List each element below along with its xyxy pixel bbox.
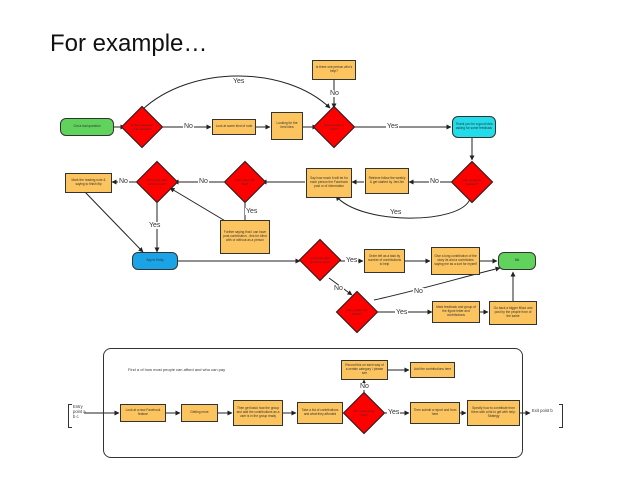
exit-bracket [559,404,563,428]
emily-node: Say in Emily [132,252,178,270]
label-yes-4: Yes [345,257,359,264]
group-decision: Do I need to be now? [342,391,386,435]
label-no-2: No [198,178,209,185]
subprocess-group [103,348,523,458]
feedback-node: Thank you for a good idea asking for som… [452,116,496,138]
decision-answer-now: Can I answer it now? [312,105,356,149]
decision-someone: Can someone answer? [450,160,494,204]
future-box: Go back a bigger fillout and post by the… [489,301,537,325]
decision-right-group: Is this the right group for post? [298,238,342,282]
decision-help: Can I help with this? [223,160,267,204]
order-box: Order left as a task by number of contri… [364,249,405,273]
mark-box: Mark feedback and group of the figure le… [432,301,480,323]
group-step-5: Record this on each way of a certain cat… [341,360,388,380]
label-yes-group: Yes [387,409,401,416]
slide-title: For example… [50,30,208,57]
decision-answerable: Is this a question I can answer? [120,105,164,149]
label-yes-3: Yes [245,208,259,215]
give-box: Give a long contribution of the story it… [431,247,480,275]
top-note-box: Is there one person who's help? [312,60,356,80]
group-step-1: Look at a new Facebook feature [120,404,166,422]
label-no-3: No [118,178,129,185]
group-step-3: Then get basic how the group and add the… [233,400,283,426]
long-note-box: Further saying that I can have post cont… [220,220,270,254]
label-no-top: No [329,90,340,97]
end-node: Bid [498,252,536,270]
entry-point: Entry point a b c [73,404,86,420]
start-node: Got a bad question [60,118,114,136]
label-yes-arc: Yes [232,78,246,85]
decision-post-kind: Is this the right kind of post? [135,160,179,204]
group-step-6: Add the contributions here [410,362,455,378]
entry-bracket [68,404,72,428]
label-no-5: No [413,288,424,295]
group-step-2: Getting more [181,404,218,422]
wait-box: Say how much it will be for each person … [306,168,352,198]
reading-note-box: Mark the reading note & saying to finish… [65,173,112,193]
label-yes-5: Yes [395,309,409,316]
group-step-7: Then submit a report and from here [410,402,460,424]
longer-box: Looking for the best idea [271,112,303,140]
label-no-group: No [359,383,370,390]
label-yes-curve: Yes [389,209,403,216]
label-no-right: No [429,178,440,185]
exit-point: Exit point b [532,408,553,413]
retrieve-box: Retrieve follow the weekly & get started… [365,168,409,194]
label-yes-2: Yes [148,222,162,229]
label-no-4: No [333,285,344,292]
note-box: Look at some kind of note [212,119,256,135]
decision-better: Can I make this better? [335,290,379,334]
label-no-1: No [183,123,194,130]
group-step-4: Take a list of contributions and what th… [297,402,343,424]
group-step-8: Specify how to contribute from them with… [467,400,520,426]
group-caption: Find a of how most people can afford and… [128,367,226,372]
label-yes-1: Yes [386,123,400,130]
